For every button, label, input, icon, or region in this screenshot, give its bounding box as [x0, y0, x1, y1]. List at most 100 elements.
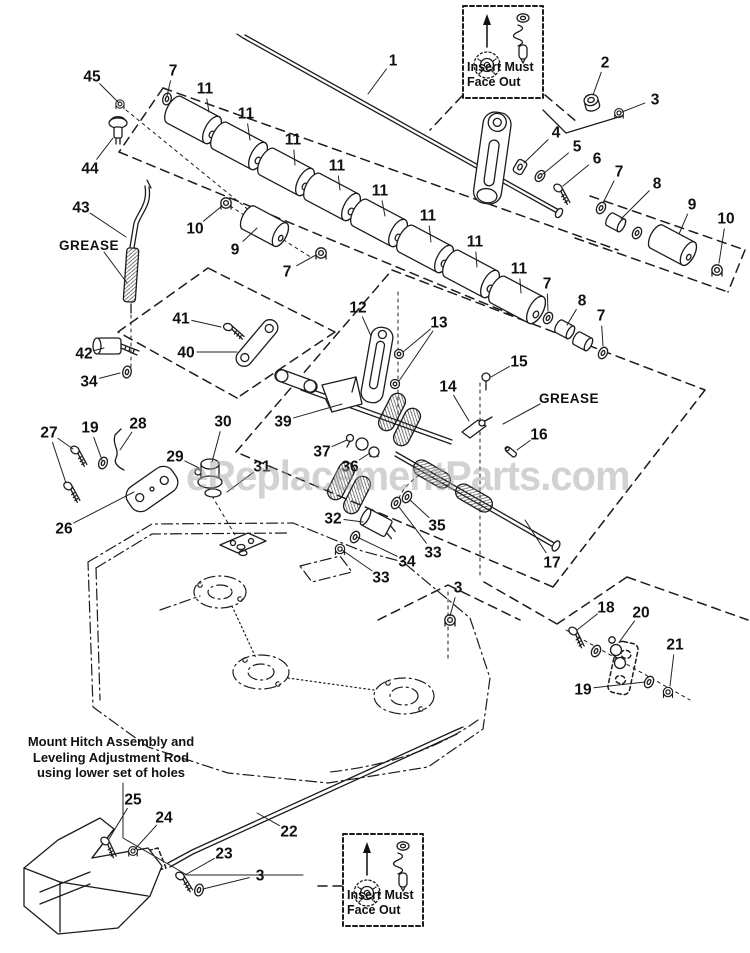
- leader-line: [718, 228, 725, 264]
- callout-41: 41: [172, 311, 190, 328]
- adjustment-rod: [236, 33, 560, 214]
- leader-line: [191, 319, 222, 328]
- lift-arm: [360, 326, 394, 404]
- leader-line: [99, 372, 121, 379]
- callout-7: 7: [543, 276, 552, 293]
- leader-line: [293, 403, 343, 419]
- leader-line: [367, 68, 387, 95]
- leader-line: [678, 213, 689, 235]
- callout-13: 13: [430, 315, 448, 332]
- note-line: using lower set of holes: [36, 765, 186, 780]
- callout-4: 4: [552, 125, 561, 142]
- insert-note-bottom: Insert Must Face Out: [347, 888, 414, 917]
- note-line: Mount Hitch Assembly and: [27, 734, 195, 749]
- callout-16: 16: [530, 427, 548, 444]
- callout-33: 33: [372, 570, 390, 587]
- leader-line: [211, 431, 221, 463]
- leader-line: [449, 597, 456, 617]
- callout-3: 3: [651, 92, 660, 109]
- callout-25: 25: [124, 792, 142, 809]
- callout-27: 27: [40, 425, 57, 442]
- leader-line: [409, 499, 430, 519]
- grease-label-left: GREASE: [59, 238, 120, 253]
- leader-line: [226, 472, 254, 493]
- callout-19: 19: [574, 682, 592, 699]
- leader-line: [619, 620, 636, 642]
- callout-26: 26: [55, 521, 73, 538]
- callout-29: 29: [166, 449, 184, 466]
- mount-plate: [125, 465, 179, 513]
- callout-39: 39: [274, 414, 292, 431]
- leader-line: [358, 452, 371, 461]
- leader-line: [620, 190, 650, 220]
- callout-28: 28: [129, 416, 147, 433]
- callout-37: 37: [313, 444, 330, 461]
- leader-line: [398, 330, 434, 382]
- callout-15: 15: [510, 354, 528, 371]
- leader-line: [523, 139, 549, 164]
- leader-line: [134, 824, 158, 850]
- callout-32: 32: [324, 511, 341, 528]
- leader-line: [184, 460, 200, 469]
- callout-24: 24: [155, 810, 173, 827]
- grease-label-right: GREASE: [539, 391, 600, 406]
- leader-line: [524, 519, 547, 554]
- leader-line: [669, 654, 675, 687]
- callout-22: 22: [280, 824, 297, 841]
- insert-note-line: Insert Must: [467, 60, 534, 74]
- callout-9: 9: [231, 242, 240, 259]
- leader-line: [546, 293, 549, 312]
- leader-line: [602, 180, 615, 204]
- callout-33: 33: [424, 545, 442, 562]
- phantom-outlines: [117, 87, 749, 887]
- callout-8: 8: [653, 176, 662, 193]
- leader-line: [502, 403, 541, 425]
- callout-43: 43: [72, 200, 90, 217]
- callout-11: 11: [285, 132, 302, 149]
- insert-note-line: Insert Must: [347, 888, 414, 902]
- callout-5: 5: [573, 139, 582, 156]
- callout-6: 6: [593, 151, 602, 168]
- hanger-bracket: [472, 111, 512, 205]
- callout-11: 11: [197, 81, 214, 98]
- leader-line: [73, 491, 135, 524]
- callout-23: 23: [215, 846, 233, 863]
- pivot-link: [274, 368, 318, 394]
- callout-2: 2: [601, 55, 610, 72]
- callout-8: 8: [578, 293, 587, 310]
- callout-11: 11: [420, 208, 437, 225]
- callout-7: 7: [597, 308, 606, 325]
- callout-17: 17: [543, 555, 560, 572]
- callout-10: 10: [717, 211, 734, 228]
- callout-10: 10: [186, 221, 203, 238]
- leader-line: [203, 205, 223, 222]
- leader-line: [93, 436, 103, 461]
- mount-hitch-note: Mount Hitch Assembly and Leveling Adjust…: [22, 734, 200, 781]
- leader-line: [621, 102, 646, 113]
- leader-line: [256, 812, 280, 827]
- callout-34: 34: [398, 554, 416, 571]
- grease-fitting: [108, 116, 128, 145]
- hitch-rod: [167, 726, 464, 868]
- callout-42: 42: [75, 346, 92, 363]
- leveling-rod: [122, 179, 152, 314]
- idler-arm: [235, 319, 279, 367]
- leader-line: [296, 254, 317, 267]
- leader-line: [341, 549, 373, 572]
- mower-deck: [87, 522, 491, 784]
- flanged-nut: [583, 93, 601, 112]
- leader-line: [96, 137, 114, 160]
- leader-line: [242, 227, 258, 242]
- leader-line: [166, 80, 172, 97]
- callout-1: 1: [389, 53, 398, 70]
- leader-line: [566, 308, 577, 326]
- insert-note-top: Insert Must Face Out: [467, 60, 534, 89]
- callout-36: 36: [341, 459, 359, 476]
- leader-line: [576, 613, 598, 631]
- spring-links: [608, 636, 627, 670]
- leader-line: [490, 365, 510, 378]
- callout-20: 20: [632, 605, 649, 622]
- callout-40: 40: [177, 345, 194, 362]
